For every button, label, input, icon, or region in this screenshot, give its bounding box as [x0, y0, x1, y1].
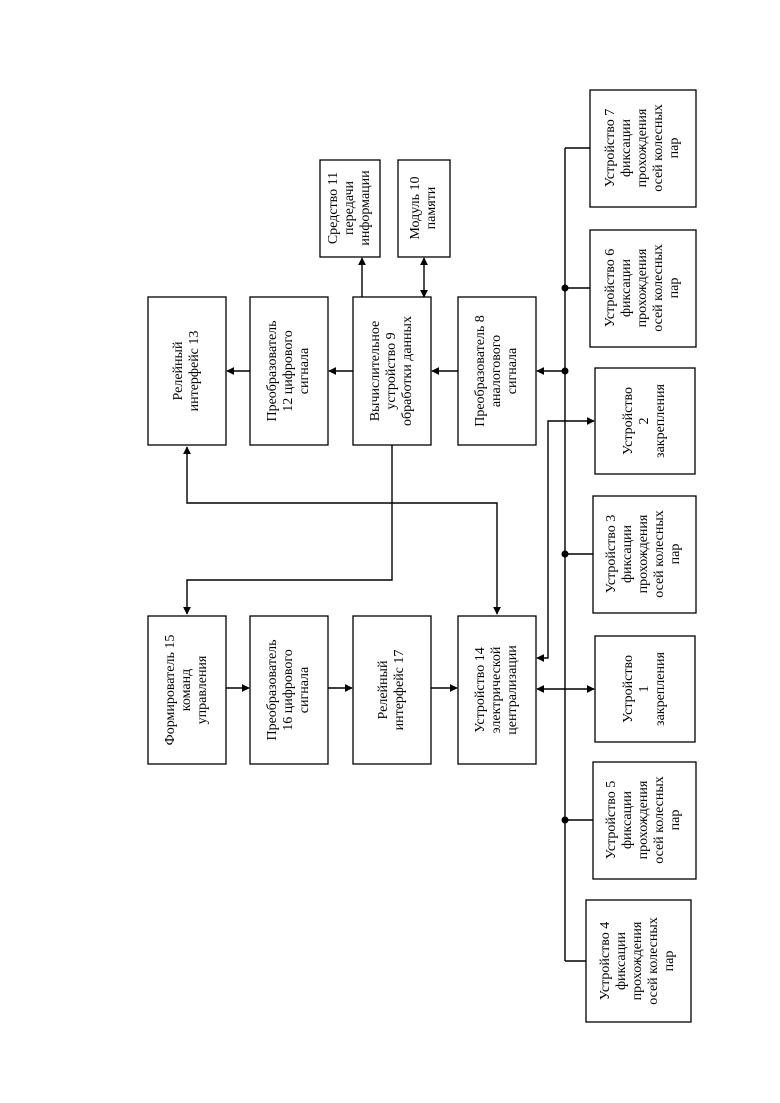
block-label-line: фиксации	[619, 258, 634, 317]
block-relay-interface-13: Релейныйинтерфейс 13	[148, 297, 226, 445]
connections	[187, 148, 594, 961]
block-label-line: 1	[637, 686, 652, 693]
block-device-3: Устройство 3фиксациипрохожденияосей коле…	[593, 496, 696, 613]
junction-dot	[562, 551, 569, 558]
block-label-line: Устройство 4	[598, 922, 613, 1001]
block-label-line: Формирователь 15	[163, 635, 178, 746]
junction-dot	[562, 368, 569, 375]
block-device-5: Устройство 5фиксациипрохожденияосей коле…	[593, 762, 696, 879]
block-label-line: управления	[195, 655, 210, 724]
block-label-line: пар	[668, 544, 683, 565]
block-label-line: закрепления	[653, 384, 668, 458]
block-label-line: фиксации	[620, 524, 635, 583]
block-label-line: интерфейс 13	[187, 331, 202, 412]
block-label-line: аналогового	[489, 335, 504, 407]
block-label-line: сигнала	[297, 347, 312, 394]
block-label-line: обработки данных	[400, 316, 415, 426]
block-device-6: Устройство 6фиксациипрохожденияосей коле…	[590, 230, 696, 347]
block-computer-9: Вычислительноеустройство 9обработки данн…	[353, 297, 431, 445]
block-label-line: Средство 11	[326, 172, 341, 244]
block-label-line: сигнала	[505, 347, 520, 394]
block-label-line: Устройство 5	[604, 781, 619, 860]
block-converter-12: Преобразователь12 цифровогосигнала	[250, 297, 328, 445]
block-label-line: прохождения	[636, 780, 651, 859]
block-label-line: интерфейс 17	[392, 650, 407, 731]
block-label-line: Релейный	[376, 660, 391, 719]
block-label-line: прохождения	[635, 248, 650, 327]
block-label-line: пар	[662, 951, 677, 972]
block-label-line: Преобразователь 8	[473, 315, 488, 427]
block-fixing-device-2: Устройство2закрепления	[595, 368, 695, 474]
block-relay-interface-17: Релейныйинтерфейс 17	[353, 616, 431, 764]
junction-dot	[562, 817, 569, 824]
block-interlocking-14: Устройство 14электрическойцентрализации	[458, 616, 536, 764]
block-label-line: фиксации	[619, 118, 634, 177]
block-label-line: 12 цифрового	[281, 330, 296, 411]
block-label-line: фиксации	[614, 931, 629, 990]
block-label-line: централизации	[505, 645, 520, 735]
block-label-line: Релейный	[171, 341, 186, 400]
block-label-line: осей колесных	[651, 104, 666, 192]
block-label-line: фиксации	[620, 790, 635, 849]
block-label-line: Модуль 10	[408, 176, 423, 239]
block-label-line: Вычислительное	[368, 321, 383, 422]
block-label-line: осей колесных	[652, 776, 667, 864]
block-label-line: Устройство 6	[603, 249, 618, 328]
block-label-line: 16 цифрового	[281, 649, 296, 730]
block-label-line: пар	[667, 138, 682, 159]
block-converter-8: Преобразователь 8аналоговогосигнала	[458, 297, 536, 445]
block-label-line: Преобразователь	[265, 320, 280, 421]
block-label-line: памяти	[424, 186, 439, 229]
block-label-line: пар	[668, 810, 683, 831]
junction-dot	[562, 285, 569, 292]
block-label-line: Устройство 14	[473, 647, 488, 733]
block-label-line: передачи	[342, 180, 357, 235]
block-label-line: сигнала	[297, 666, 312, 713]
block-label-line: закрепления	[653, 652, 668, 726]
block-label-line: прохождения	[636, 514, 651, 593]
block-label-line: команд	[179, 669, 194, 711]
block-fixing-device-1: Устройство1закрепления	[595, 636, 695, 742]
block-label-line: 2	[637, 418, 652, 425]
block-label-line: осей колесных	[646, 917, 661, 1005]
block-label-line: прохождения	[635, 108, 650, 187]
block-device-4: Устройство 4фиксациипрохожденияосей коле…	[586, 900, 691, 1022]
block-label-line: Устройство 7	[603, 109, 618, 188]
block-label-line: Устройство	[621, 655, 636, 723]
block-label-line: устройство 9	[384, 332, 399, 409]
link-13-to-14	[187, 447, 497, 614]
block-device-7: Устройство 7фиксациипрохожденияосей коле…	[590, 90, 696, 207]
block-memory-10: Модуль 10памяти	[398, 160, 450, 257]
block-converter-16: Преобразователь16 цифровогосигнала	[250, 616, 328, 764]
block-label-line: информации	[358, 170, 373, 246]
block-label-line: осей колесных	[651, 244, 666, 332]
block-label-line: пар	[667, 278, 682, 299]
block-label-line: осей колесных	[652, 510, 667, 598]
block-transmitter-11: Средство 11передачиинформации	[320, 160, 380, 257]
block-label-line: Устройство	[621, 387, 636, 455]
block-command-former-15: Формирователь 15командуправления	[148, 616, 226, 764]
block-label-line: Преобразователь	[265, 639, 280, 740]
link-9-to-15	[187, 445, 392, 614]
block-label-line: Устройство 3	[604, 515, 619, 594]
block-label-line: прохождения	[630, 921, 645, 1000]
block-label-line: электрической	[489, 646, 504, 733]
